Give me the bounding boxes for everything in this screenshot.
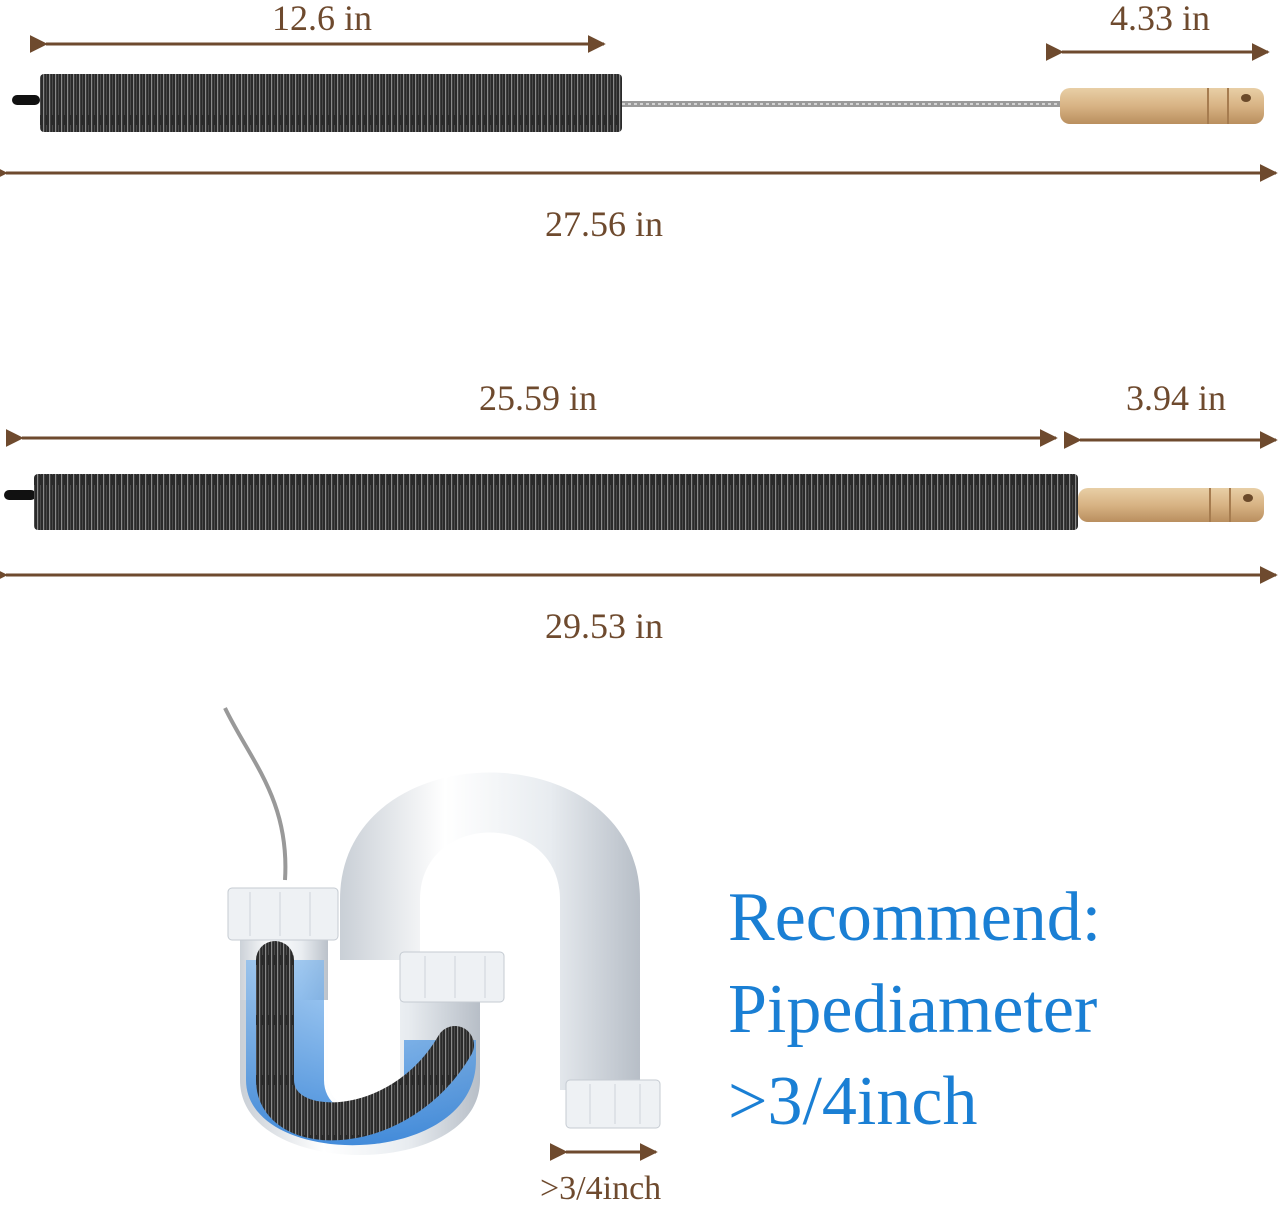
p-trap-pipe bbox=[223, 707, 661, 1155]
brush2-handle-length: 3.94 in bbox=[1125, 378, 1227, 418]
brush-long bbox=[4, 474, 1264, 530]
brush1-handle-length: 4.33 in bbox=[1109, 0, 1211, 38]
recommendation-text: Recommend: Pipediameter >3/4inch bbox=[728, 872, 1101, 1148]
brush2-total-length: 29.53 in bbox=[544, 606, 664, 646]
brush1-bristle-length: 12.6 in bbox=[271, 0, 373, 38]
brush1-total-length: 27.56 in bbox=[544, 204, 664, 244]
recommend-line-2: Pipediameter bbox=[728, 971, 1098, 1048]
brush2-bristle-length: 25.59 in bbox=[478, 378, 598, 418]
pipe-diameter-label: >3/4inch bbox=[540, 1170, 662, 1207]
recommend-line-1: Recommend: bbox=[728, 879, 1102, 956]
brush-short bbox=[12, 74, 1264, 132]
recommend-line-3: >3/4inch bbox=[728, 1063, 978, 1140]
